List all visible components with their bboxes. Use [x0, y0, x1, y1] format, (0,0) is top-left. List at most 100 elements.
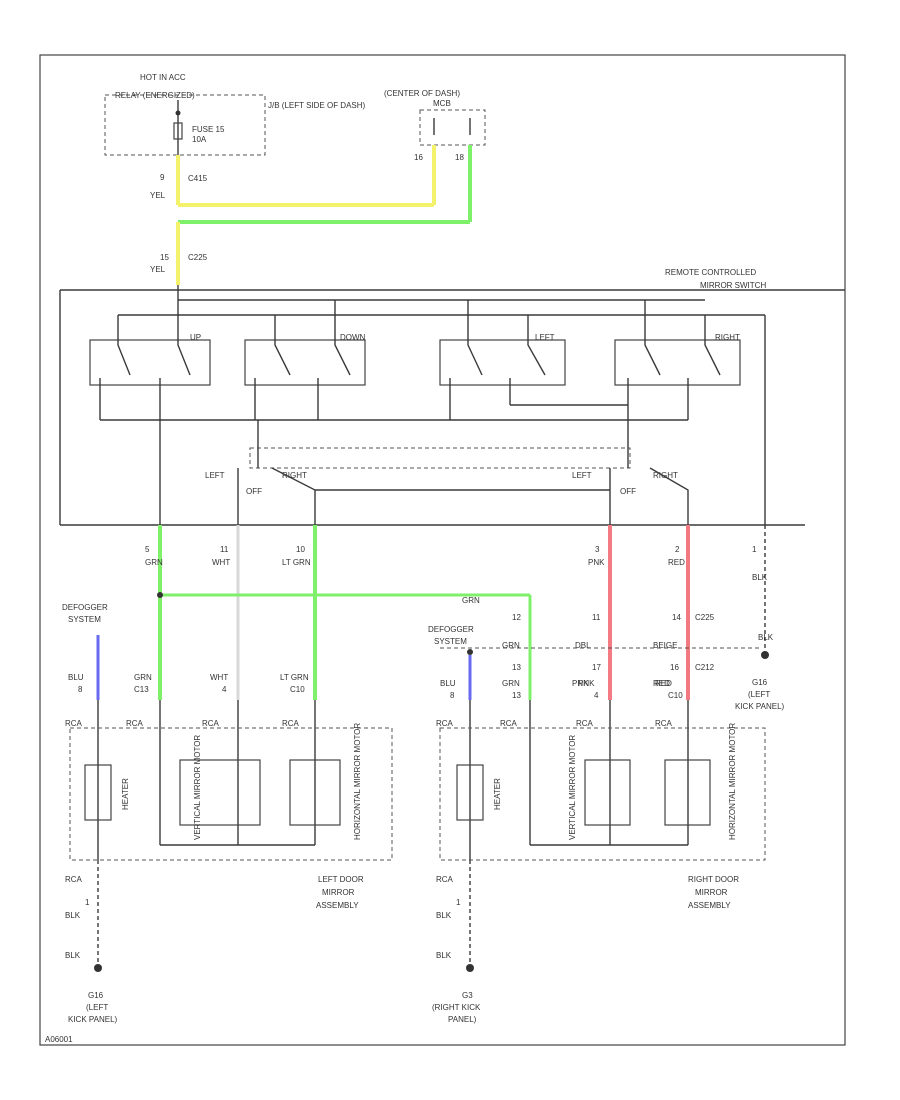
c225-label: C225 [188, 253, 208, 262]
left-pin-4: 4 [222, 685, 227, 694]
pin-3: 3 [595, 545, 600, 554]
left-ground-sub2: KICK PANEL) [68, 1015, 118, 1024]
right-rca-2: RCA [500, 719, 518, 728]
switch-up: UP [89, 300, 211, 420]
pin-5: 5 [145, 545, 150, 554]
left-blk-a: BLK [65, 911, 81, 920]
left-defogger: DEFOGGER [62, 603, 108, 612]
c415-label: C415 [188, 174, 208, 183]
wht-1: WHT [212, 558, 230, 567]
switch-down: DOWN [244, 300, 366, 420]
left-heater-label: HEATER [121, 778, 130, 810]
left-ground-point [94, 964, 102, 972]
left-pin-8: 8 [78, 685, 83, 694]
fuse-label: FUSE 15 [192, 125, 225, 134]
right-rca-4: RCA [655, 719, 673, 728]
center-dash-label: (CENTER OF DASH) [384, 89, 460, 98]
pin-14: 14 [672, 613, 681, 622]
yel-label-1: YEL [150, 191, 166, 200]
mcb-box [419, 109, 486, 146]
pin-9: 9 [160, 173, 165, 182]
switch-left-label: LEFT [535, 333, 555, 342]
right-rca-1: RCA [436, 719, 454, 728]
left-system: SYSTEM [68, 615, 101, 624]
right-ground-sub2: PANEL) [448, 1015, 477, 1024]
diagram-frame [39, 54, 846, 1046]
right-horizontal-label: HORIZONTAL MIRROR MOTOR [728, 723, 737, 840]
pin-1: 1 [752, 545, 757, 554]
pnk-1: PNK [588, 558, 605, 567]
left-ground: G16 [88, 991, 104, 1000]
fuse-box-outline [104, 94, 266, 156]
left-vertical-label: VERTICAL MIRROR MOTOR [193, 735, 202, 840]
switch-subtitle: MIRROR SWITCH [700, 281, 766, 290]
pin-2: 2 [675, 545, 680, 554]
mcb-contacts [433, 118, 471, 135]
pin-16: 16 [414, 153, 423, 162]
switch-left: LEFT [439, 300, 566, 420]
right-pin-8: 8 [450, 691, 455, 700]
off-2: OFF [620, 487, 636, 496]
fuse-15 [173, 122, 183, 140]
right-c10: C10 [668, 691, 683, 700]
left-c10: C10 [290, 685, 305, 694]
right-heater [456, 764, 484, 821]
left-assembly-1: LEFT DOOR [318, 875, 364, 884]
switch-right: RIGHT [614, 300, 741, 420]
right-grn: GRN [502, 679, 520, 688]
left-horizontal-label: HORIZONTAL MIRROR MOTOR [353, 723, 362, 840]
right-pnk: PNK [578, 679, 595, 688]
right-defogger-terminal [467, 649, 473, 655]
left-sel-2: LEFT [572, 471, 592, 480]
pin-10: 10 [296, 545, 305, 554]
right-heater-label: HEATER [493, 778, 502, 810]
right-c13: 13 [512, 691, 521, 700]
off-1: OFF [246, 487, 262, 496]
left-vertical-motor [179, 759, 261, 826]
left-rca-bottom: RCA [65, 875, 83, 884]
right-selector [609, 405, 689, 525]
left-heater [84, 764, 112, 821]
left-sel-1: LEFT [205, 471, 225, 480]
switch-down-label: DOWN [340, 333, 366, 342]
red-2: RED [653, 679, 670, 688]
left-rca-2: RCA [126, 719, 144, 728]
left-pin-1: 1 [85, 898, 90, 907]
right-vertical-motor [584, 759, 631, 826]
left-wht: WHT [210, 673, 228, 682]
c212: C212 [695, 663, 715, 672]
left-grn: GRN [134, 673, 152, 682]
blk-gnd: BLK [758, 633, 774, 642]
beige-label: BEIGE [653, 641, 677, 650]
pin-11: 11 [220, 545, 229, 554]
right-ground: G3 [462, 991, 473, 1000]
pin-16-red: 16 [670, 663, 679, 672]
g16-label: G16 [752, 678, 768, 687]
c225-2: C225 [695, 613, 715, 622]
switch-right-label: RIGHT [715, 333, 740, 342]
dbl-label: DBL [575, 641, 591, 650]
pnk-2: PNK [572, 679, 589, 688]
pin-17: 17 [592, 663, 601, 672]
grn-long: GRN [462, 596, 480, 605]
pin-12: 12 [512, 613, 521, 622]
hot-label: HOT IN ACC [140, 73, 186, 82]
fuse-amp: 10A [192, 135, 207, 144]
left-assembly-box [69, 727, 393, 861]
right-assembly-1: RIGHT DOOR [688, 875, 739, 884]
pin-13-grn: 13 [512, 663, 521, 672]
junction-label: J/B (LEFT SIDE OF DASH) [268, 101, 366, 110]
right-rca-3: RCA [576, 719, 594, 728]
grn-1: GRN [145, 558, 163, 567]
g16-sub: (LEFT [748, 690, 770, 699]
left-blu: BLU [68, 673, 84, 682]
pin-18: 18 [455, 153, 464, 162]
right-vertical-label: VERTICAL MIRROR MOTOR [568, 735, 577, 840]
blk-1: BLK [752, 573, 768, 582]
left-rca-3: RCA [202, 719, 220, 728]
right-assembly-2: MIRROR [695, 888, 728, 897]
fuse-top-terminal [175, 110, 181, 116]
right-blu: BLU [440, 679, 456, 688]
selector-linkage [249, 447, 631, 469]
